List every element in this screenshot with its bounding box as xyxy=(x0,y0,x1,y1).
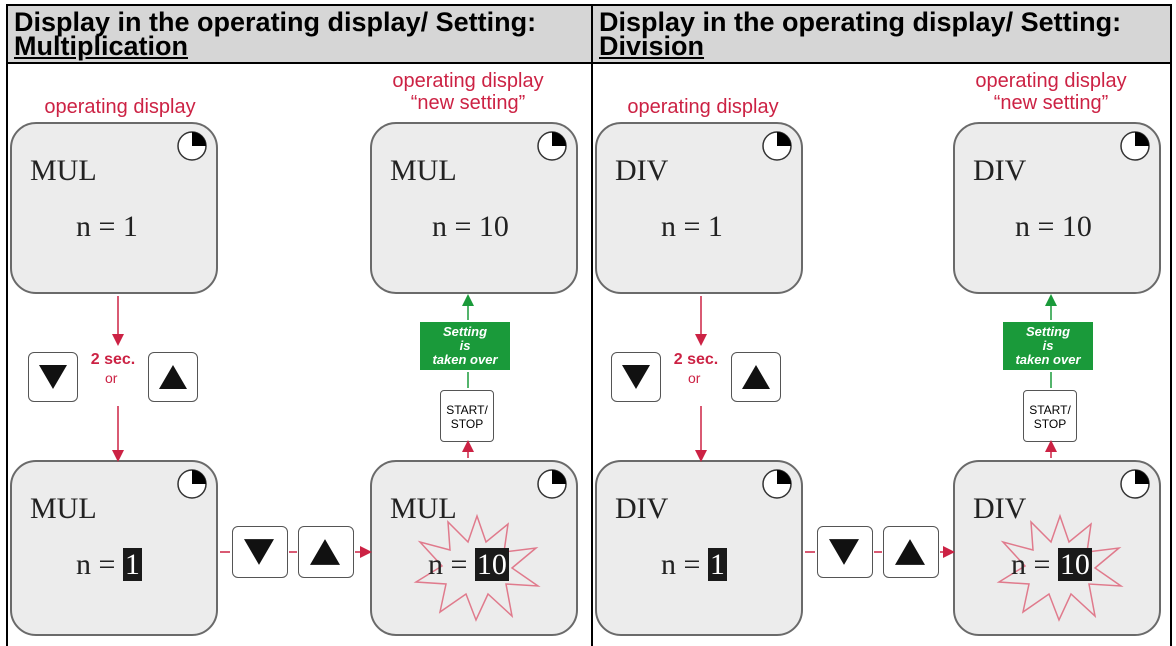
header-title: Display in the operating display/ Settin… xyxy=(599,7,1122,37)
taken-line1: Setting xyxy=(442,324,488,339)
display-panel-initial: MUL n = 1 xyxy=(10,122,218,294)
start-stop-line2: STOP xyxy=(1033,417,1067,431)
mode-label: DIV xyxy=(615,154,669,187)
display-panel-editing: MUL n = 1 xyxy=(10,460,218,636)
taken-line1: Setting xyxy=(1025,324,1071,339)
n-highlighted-digit: 1 xyxy=(707,548,727,581)
down-triangle-icon xyxy=(622,365,650,389)
n-prefix: n = xyxy=(661,548,708,581)
down-triangle-icon xyxy=(244,539,274,565)
down-triangle-icon xyxy=(39,365,67,389)
label-new-setting-line1: operating display xyxy=(975,70,1127,92)
hold-time-label: 2 sec. xyxy=(90,351,136,368)
up-triangle-icon xyxy=(895,539,925,565)
clock-icon xyxy=(762,131,792,161)
label-new-setting-line1: operating display xyxy=(392,70,544,92)
up-key[interactable] xyxy=(148,352,198,402)
clock-icon xyxy=(762,469,792,499)
down-key[interactable] xyxy=(817,526,873,578)
or-label: or xyxy=(105,370,118,386)
mode-label: MUL xyxy=(390,492,457,525)
clock-icon xyxy=(177,469,207,499)
label-new-setting-line2: “new setting” xyxy=(993,92,1109,114)
display-panel-changed: DIV n = 10 xyxy=(953,460,1161,636)
clock-icon xyxy=(1120,469,1150,499)
n-value: n = 1 xyxy=(76,210,138,243)
taken-line3: taken over xyxy=(1015,352,1081,367)
up-key[interactable] xyxy=(731,352,781,402)
clock-icon xyxy=(537,469,567,499)
label-operating-display: operating display xyxy=(44,96,196,118)
up-key[interactable] xyxy=(883,526,939,578)
flow-arrows xyxy=(112,294,474,558)
down-key[interactable] xyxy=(232,526,288,578)
n-value-changed: n = 10 xyxy=(428,548,509,582)
start-stop-line1: START/ xyxy=(446,403,488,417)
or-label: or xyxy=(688,370,701,386)
header-subtitle: Division xyxy=(599,31,705,61)
taken-line3: taken over xyxy=(432,352,498,367)
setting-taken-over-badge: Setting is taken over xyxy=(1003,322,1093,370)
label-operating-display: operating display xyxy=(627,96,779,118)
display-panel-editing: DIV n = 1 xyxy=(595,460,803,636)
column-division: operating display operating display “new… xyxy=(591,62,1172,646)
clock-icon xyxy=(537,131,567,161)
display-panel-new-setting: MUL n = 10 xyxy=(370,122,578,294)
start-stop-line1: START/ xyxy=(1029,403,1071,417)
hold-time-label: 2 sec. xyxy=(673,351,719,368)
start-stop-key[interactable]: START/ STOP xyxy=(1023,390,1077,442)
taken-line2: is xyxy=(459,338,471,353)
mode-label: DIV xyxy=(973,492,1027,525)
burst-icon xyxy=(413,513,541,622)
column-multiplication: operating display operating display “new… xyxy=(6,62,593,646)
up-triangle-icon xyxy=(742,365,770,389)
header-subtitle: Multiplication xyxy=(14,31,188,61)
n-value: n = 10 xyxy=(1015,210,1092,243)
burst-icon xyxy=(996,513,1124,622)
down-key[interactable] xyxy=(28,352,78,402)
n-prefix: n = xyxy=(76,548,123,581)
n-value: n = 1 xyxy=(661,210,723,243)
setting-taken-over-badge: Setting is taken over xyxy=(420,322,510,370)
n-prefix: n = xyxy=(428,548,475,581)
n-highlighted-digits: 10 xyxy=(474,548,509,581)
up-triangle-icon xyxy=(159,365,187,389)
up-triangle-icon xyxy=(310,539,340,565)
header-title: Display in the operating display/ Settin… xyxy=(14,7,537,37)
display-panel-changed: MUL n = 10 xyxy=(370,460,578,636)
mode-label: MUL xyxy=(30,492,97,525)
n-value-changed: n = 10 xyxy=(1011,548,1092,582)
n-prefix: n = xyxy=(1011,548,1058,581)
taken-line2: is xyxy=(1042,338,1054,353)
header-multiplication: Display in the operating display/ Settin… xyxy=(6,4,593,64)
mode-label: MUL xyxy=(390,154,457,187)
clock-icon xyxy=(1120,131,1150,161)
mode-label: DIV xyxy=(973,154,1027,187)
display-panel-initial: DIV n = 1 xyxy=(595,122,803,294)
start-stop-line2: STOP xyxy=(450,417,484,431)
clock-icon xyxy=(177,131,207,161)
n-value-editing: n = 1 xyxy=(76,548,142,582)
header-division: Display in the operating display/ Settin… xyxy=(591,4,1172,64)
mode-label: MUL xyxy=(30,154,97,187)
n-value: n = 10 xyxy=(432,210,509,243)
down-triangle-icon xyxy=(829,539,859,565)
label-new-setting-line2: “new setting” xyxy=(410,92,526,114)
down-key[interactable] xyxy=(611,352,661,402)
up-key[interactable] xyxy=(298,526,354,578)
mode-label: DIV xyxy=(615,492,669,525)
n-value-editing: n = 1 xyxy=(661,548,727,582)
display-panel-new-setting: DIV n = 10 xyxy=(953,122,1161,294)
flow-arrows xyxy=(695,294,1057,558)
start-stop-key[interactable]: START/ STOP xyxy=(440,390,494,442)
n-highlighted-digits: 10 xyxy=(1057,548,1092,581)
n-highlighted-digit: 1 xyxy=(122,548,142,581)
